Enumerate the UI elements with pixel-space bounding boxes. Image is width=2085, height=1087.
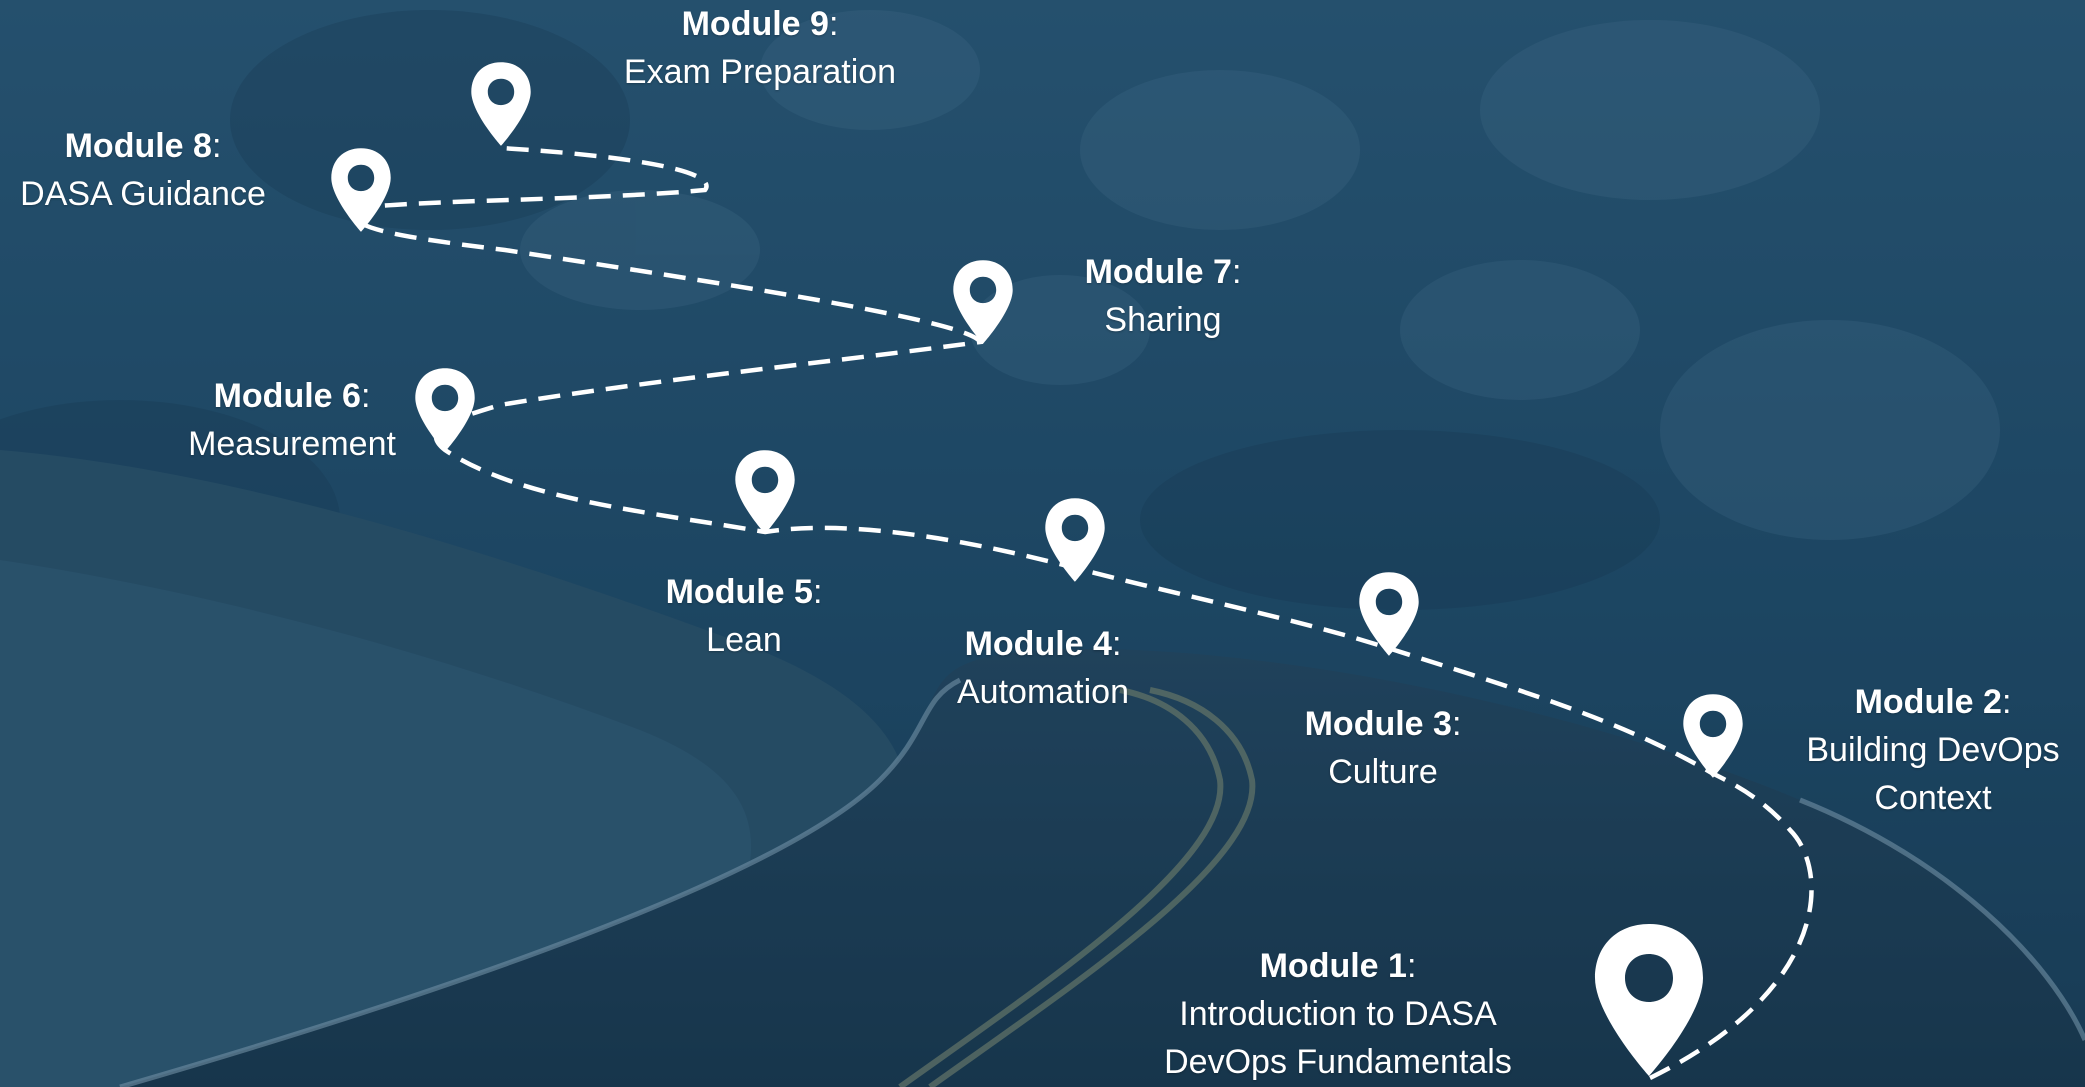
road-edge-left [119,677,962,1087]
module-3-pin [1356,570,1422,658]
map-pin-icon [331,148,391,232]
module-title: Module 1: [1259,947,1417,985]
module-3-label: Module 3: Culture [1305,700,1462,796]
module-description-line: Context [1874,779,1992,817]
module-title: Module 4: [964,625,1122,663]
module-9-label: Module 9: Exam Preparation [624,0,896,96]
module-title: Module 9: [681,5,839,43]
module-number: Module 6 [213,377,361,415]
map-pin-icon [1045,498,1105,582]
module-number: Module 2 [1854,683,2002,721]
module-7-pin [950,258,1016,346]
module-title: Module 6: [213,377,371,415]
module-description-line: Lean [706,621,782,659]
module-1-pin [1588,920,1710,1080]
module-4-pin [1042,496,1108,584]
module-2-pin [1680,692,1746,780]
module-6-pin [412,366,478,454]
road-centre-line-1 [898,687,1224,1087]
module-number: Module 1 [1259,947,1407,985]
map-pin-icon [415,368,475,452]
module-6-label: Module 6: Measurement [188,372,396,468]
map-pin-icon [953,260,1013,344]
module-description-line: Culture [1328,753,1438,791]
module-description-line: Building DevOps [1806,731,2060,769]
module-description-line: DevOps Fundamentals [1164,1043,1512,1081]
foliage-texture [520,10,2000,540]
road-surface [120,648,2085,1087]
module-description-line: Exam Preparation [623,53,897,91]
module-title: Module 5: [665,573,823,611]
map-pin-icon [735,450,795,534]
module-5-pin [732,448,798,536]
map-pin-icon [1683,694,1743,778]
module-5-label: Module 5: Lean [666,568,823,664]
map-pin-icon [471,62,531,146]
map-pin-icon [1359,572,1419,656]
road-edge-right [1799,797,2085,1042]
module-9-pin [468,60,534,148]
module-number: Module 3 [1304,705,1452,743]
module-description-line: Sharing [1104,301,1222,339]
map-pin-icon [1595,924,1703,1076]
module-number: Module 7 [1084,253,1232,291]
module-title: Module 2: [1854,683,2012,721]
module-8-label: Module 8: DASA Guidance [20,122,266,218]
road-centre-line-2 [928,687,1256,1087]
module-number: Module 9 [681,5,829,43]
module-title: Module 7: [1084,253,1242,291]
module-title: Module 3: [1304,705,1462,743]
module-number: Module 8 [64,127,212,165]
module-number: Module 4 [964,625,1112,663]
module-8-pin [328,146,394,234]
module-7-label: Module 7: Sharing [1085,248,1242,344]
module-title: Module 8: [64,127,222,165]
module-description-line: Measurement [188,425,396,463]
module-2-label: Module 2: Building DevOps Context [1806,678,2059,822]
module-1-label: Module 1: Introduction to DASA DevOps Fu… [1164,942,1512,1086]
module-description-line: DASA Guidance [20,175,266,213]
module-description-line: Automation [957,673,1129,711]
module-4-label: Module 4: Automation [957,620,1129,716]
module-number: Module 5 [665,573,813,611]
module-description-line: Introduction to DASA [1179,995,1497,1033]
